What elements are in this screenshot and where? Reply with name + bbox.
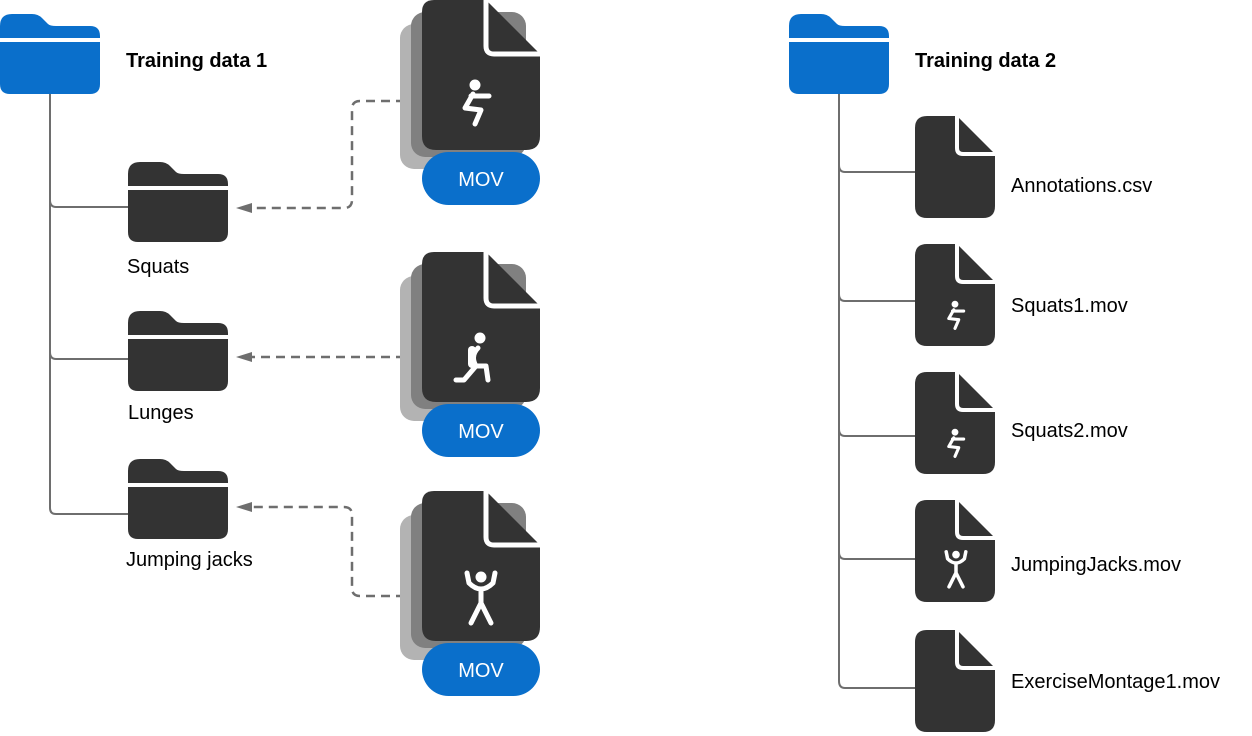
dashed-arrows <box>252 99 420 598</box>
folder-label-jumping-jacks: Jumping jacks <box>126 549 253 571</box>
right-branch <box>838 428 916 437</box>
file-label: Annotations.csv <box>1011 175 1153 197</box>
folder-icon <box>128 162 228 242</box>
mov-badge-label: MOV <box>458 660 504 682</box>
mov-badge <box>422 404 540 457</box>
folder-label-lunges: Lunges <box>128 402 194 424</box>
right-trunk-line <box>838 93 916 689</box>
arrowhead-icon <box>236 502 252 512</box>
folder-squats[interactable] <box>128 162 228 242</box>
document-icon <box>422 0 540 150</box>
mov-badge <box>422 152 540 205</box>
mov-badge-label: MOV <box>458 169 504 191</box>
document-icon <box>915 372 995 474</box>
file-label: JumpingJacks.mov <box>1011 554 1182 576</box>
file-squats1-mov[interactable] <box>915 244 995 346</box>
file-squats2-mov[interactable] <box>915 372 995 474</box>
file-label: Squats1.mov <box>1011 295 1128 317</box>
left-branch-lunges <box>49 351 128 360</box>
arrow-jumping-jacks <box>252 505 420 598</box>
root-folder-training-data-1[interactable] <box>0 14 100 94</box>
arrow-squats <box>252 99 420 210</box>
file-exercisemontage1-mov[interactable] <box>915 630 995 732</box>
arrowheads <box>236 203 252 512</box>
arrowhead-icon <box>236 352 252 362</box>
document-icon <box>915 244 995 346</box>
folder-lunges[interactable] <box>128 311 228 391</box>
right-branch <box>838 551 916 560</box>
mov-stack-lunges[interactable]: MOV <box>400 252 540 457</box>
right-tree-connectors <box>838 93 916 689</box>
left-tree-connectors <box>49 93 128 515</box>
folder-jumping-jacks[interactable] <box>128 459 228 539</box>
mov-badge-label: MOV <box>458 421 504 443</box>
right-branch <box>838 293 916 302</box>
root-folder-label: Training data 1 <box>126 50 268 72</box>
left-trunk-line <box>49 93 128 515</box>
folder-icon <box>0 14 100 94</box>
file-label: ExerciseMontage1.mov <box>1011 671 1220 693</box>
folder-label-squats: Squats <box>127 256 190 278</box>
folder-icon <box>128 459 228 539</box>
file-annotations-csv[interactable] <box>915 116 995 218</box>
mov-badge <box>422 643 540 696</box>
document-icon <box>915 116 995 218</box>
mov-stack-jumping-jacks[interactable]: MOV <box>400 491 540 696</box>
mov-stack-squats[interactable]: MOV <box>400 0 540 205</box>
document-icon <box>915 630 995 732</box>
left-branch-squats <box>49 199 128 208</box>
file-jumpingjacks-mov[interactable] <box>915 500 995 602</box>
right-branch <box>838 164 916 173</box>
folder-icon <box>128 311 228 391</box>
folder-icon <box>789 14 889 94</box>
file-label: Squats2.mov <box>1011 420 1128 442</box>
document-icon <box>422 252 540 402</box>
root-folder-label: Training data 2 <box>915 50 1057 72</box>
root-folder-training-data-2[interactable] <box>789 14 889 94</box>
arrowhead-icon <box>236 203 252 213</box>
document-icon <box>422 491 540 641</box>
